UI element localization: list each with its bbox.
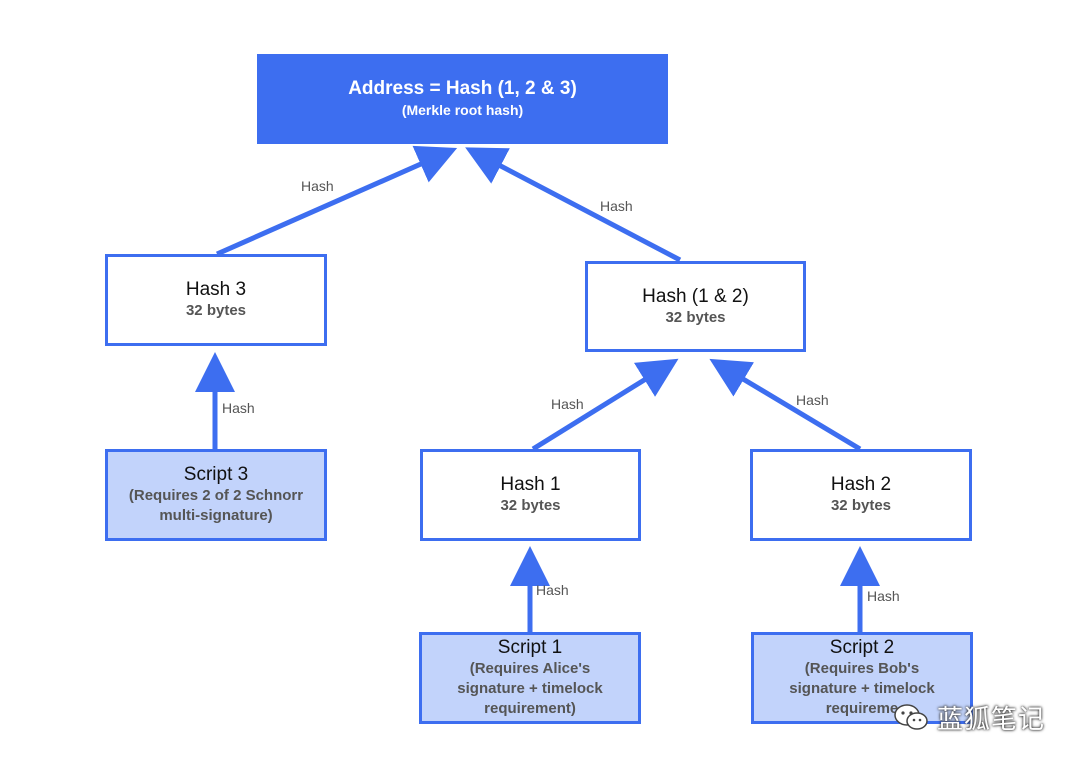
edge-hash12-root [465,147,682,263]
script3-description: (Requires 2 of 2 Schnorr multi-signature… [128,487,304,524]
edge-label-hash1-hash12: Hash [551,396,584,412]
root-title: Address = Hash (1, 2 & 3) [348,78,577,99]
edge-label-hash3-root: Hash [301,178,334,194]
hash2-node: Hash 2 32 bytes [750,449,972,541]
hash1-title: Hash 1 [500,474,561,495]
wechat-icon [894,704,928,730]
edge-label-script2-hash2: Hash [867,588,900,604]
hash1-size: 32 bytes [500,497,561,514]
watermark-text: 蓝狐笔记 [937,704,1046,735]
hash2-title: Hash 2 [830,474,892,495]
script1-title: Script 1 [497,637,563,658]
script1-description: (Requires Alice's signature + timelock r… [457,660,603,717]
edge-hash3-root [215,145,458,257]
script2-title: Script 2 [829,637,895,658]
hash1-node: Hash 1 32 bytes [420,449,641,541]
hash12-node: Hash (1 & 2) 32 bytes [585,261,806,352]
hash3-title: Hash 3 [185,279,247,300]
edge-label-script3-hash3: Hash [222,400,255,416]
edge-label-hash12-root: Hash [600,198,633,214]
edge-label-script1-hash1: Hash [536,582,569,598]
script2-node: Script 2 (Requires Bob's signature + tim… [751,632,973,724]
hash2-size: 32 bytes [830,497,892,514]
root-subtitle: (Merkle root hash) [401,102,524,118]
hash3-node: Hash 3 32 bytes [105,254,327,346]
hash12-size: 32 bytes [665,308,726,326]
edge-hash1-hash12 [531,358,679,452]
edge-hash2-hash12 [709,358,862,452]
script3-title: Script 3 [183,464,249,485]
script3-node: Script 3 (Requires 2 of 2 Schnorr multi-… [105,449,327,541]
script2-description: (Requires Bob's signature + timelock req… [789,660,935,717]
hash3-size: 32 bytes [185,302,247,319]
edge-label-hash2-hash12: Hash [796,392,829,408]
hash12-title: Hash (1 & 2) [642,285,749,307]
script1-node: Script 1 (Requires Alice's signature + t… [419,632,641,724]
watermark: 蓝狐笔记 [893,697,1053,737]
root-node: Address = Hash (1, 2 & 3) (Merkle root h… [257,54,668,144]
